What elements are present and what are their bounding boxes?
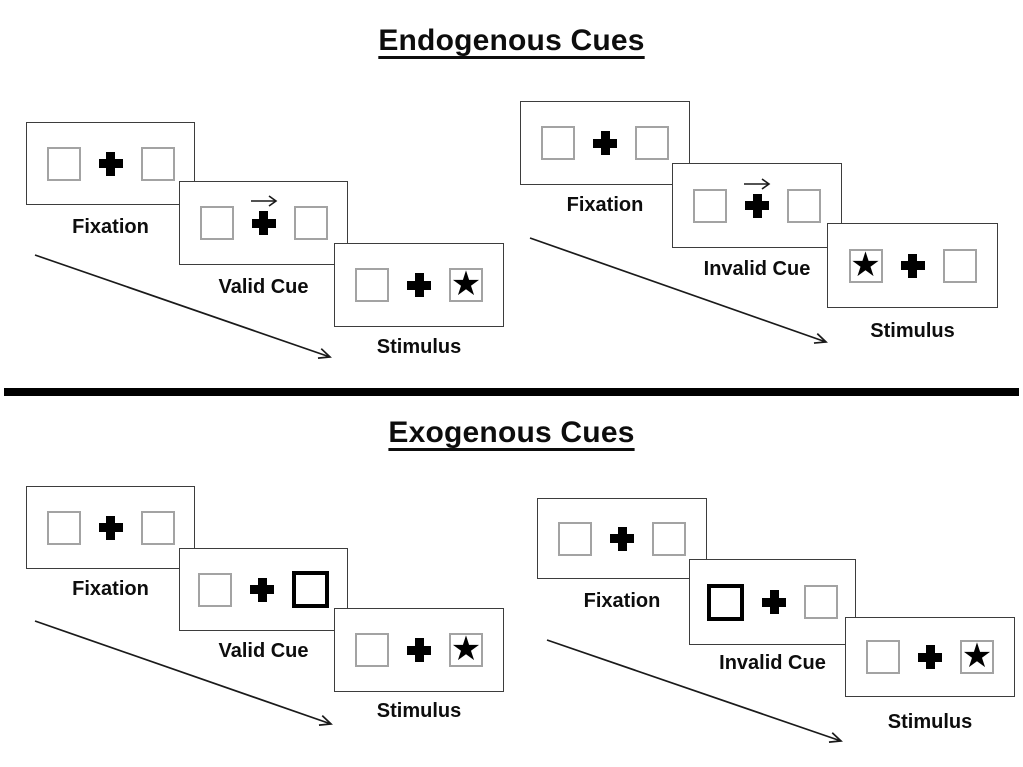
screen-label-stimulus: Stimulus (870, 320, 955, 342)
screen-panel-stimulus: ★ (334, 243, 504, 327)
fixation-cross-icon (98, 515, 123, 540)
screen-panel-valid-cue (179, 181, 348, 265)
endogenous-section-title: Endogenous Cues (378, 24, 645, 57)
left-box (355, 633, 389, 667)
screen-panel-fixation (26, 122, 195, 205)
screen-panel-stimulus: ★ (827, 223, 998, 308)
right-box (140, 510, 175, 545)
left-box (541, 126, 575, 160)
timeline-arrow-exogenous-valid (34, 620, 333, 726)
right-box-highlighted (292, 571, 329, 608)
screen-panel-stimulus: ★ (845, 617, 1015, 697)
fixation-cross-icon (762, 590, 786, 614)
left-box-highlighted (707, 583, 744, 621)
right-box (942, 248, 977, 283)
section-divider (4, 388, 1019, 396)
timeline-arrow-endogenous-invalid (529, 237, 828, 344)
right-box-with-star: ★ (960, 637, 994, 675)
star-icon: ★ (450, 265, 482, 303)
left-box (866, 640, 900, 674)
screen-panel-stimulus: ★ (334, 608, 504, 692)
right-box (804, 585, 838, 619)
fixation-cross-icon (900, 253, 925, 278)
star-icon: ★ (450, 630, 482, 668)
screen-label-invalid-cue: Invalid Cue (719, 652, 826, 674)
timeline-arrow-endogenous-valid (34, 254, 332, 359)
screen-label-stimulus: Stimulus (376, 336, 462, 358)
left-box (198, 572, 232, 607)
screen-label-valid-cue: Valid Cue (218, 640, 309, 662)
fixation-cross-icon (593, 131, 617, 155)
screen-panel-invalid-cue (672, 163, 842, 248)
right-box (140, 146, 175, 181)
screen-label-valid-cue: Valid Cue (218, 276, 309, 298)
right-box (787, 188, 821, 223)
cue-arrow-icon (250, 195, 277, 207)
left-box-with-star: ★ (848, 245, 883, 284)
screen-label-stimulus: Stimulus (887, 711, 973, 733)
screen-panel-fixation (537, 498, 707, 579)
right-box (293, 206, 328, 240)
left-box (46, 510, 81, 545)
exogenous-section-title: Exogenous Cues (388, 416, 635, 449)
screen-panel-invalid-cue (689, 559, 856, 645)
screen-label-stimulus: Stimulus (376, 700, 462, 722)
screen-label-fixation: Fixation (72, 216, 149, 238)
star-icon: ★ (850, 245, 881, 284)
right-box-with-star: ★ (449, 630, 483, 668)
left-box (693, 188, 727, 223)
fixation-cross-icon (251, 211, 276, 235)
screen-panel-fixation (520, 101, 690, 185)
screen-label-invalid-cue: Invalid Cue (703, 258, 811, 280)
fixation-cross-icon (610, 526, 634, 551)
fixation-cross-icon (918, 645, 942, 669)
fixation-cross-icon (250, 577, 274, 602)
left-box (46, 146, 81, 181)
screen-panel-valid-cue (179, 548, 348, 631)
right-box (652, 521, 686, 556)
screen-label-fixation: Fixation (72, 578, 149, 600)
screen-panel-fixation (26, 486, 195, 569)
screen-label-fixation: Fixation (583, 590, 661, 612)
left-box (199, 206, 234, 240)
fixation-cross-icon (407, 273, 431, 297)
right-box (635, 126, 669, 160)
right-box-with-star: ★ (449, 265, 483, 303)
screen-label-fixation: Fixation (566, 194, 644, 216)
fixation-cross-icon (98, 151, 123, 176)
fixation-cross-icon (745, 193, 769, 218)
fixation-cross-icon (407, 638, 431, 662)
left-box (558, 521, 592, 556)
left-box (355, 268, 389, 302)
star-icon: ★ (961, 637, 993, 675)
cue-arrow-icon (744, 177, 771, 190)
